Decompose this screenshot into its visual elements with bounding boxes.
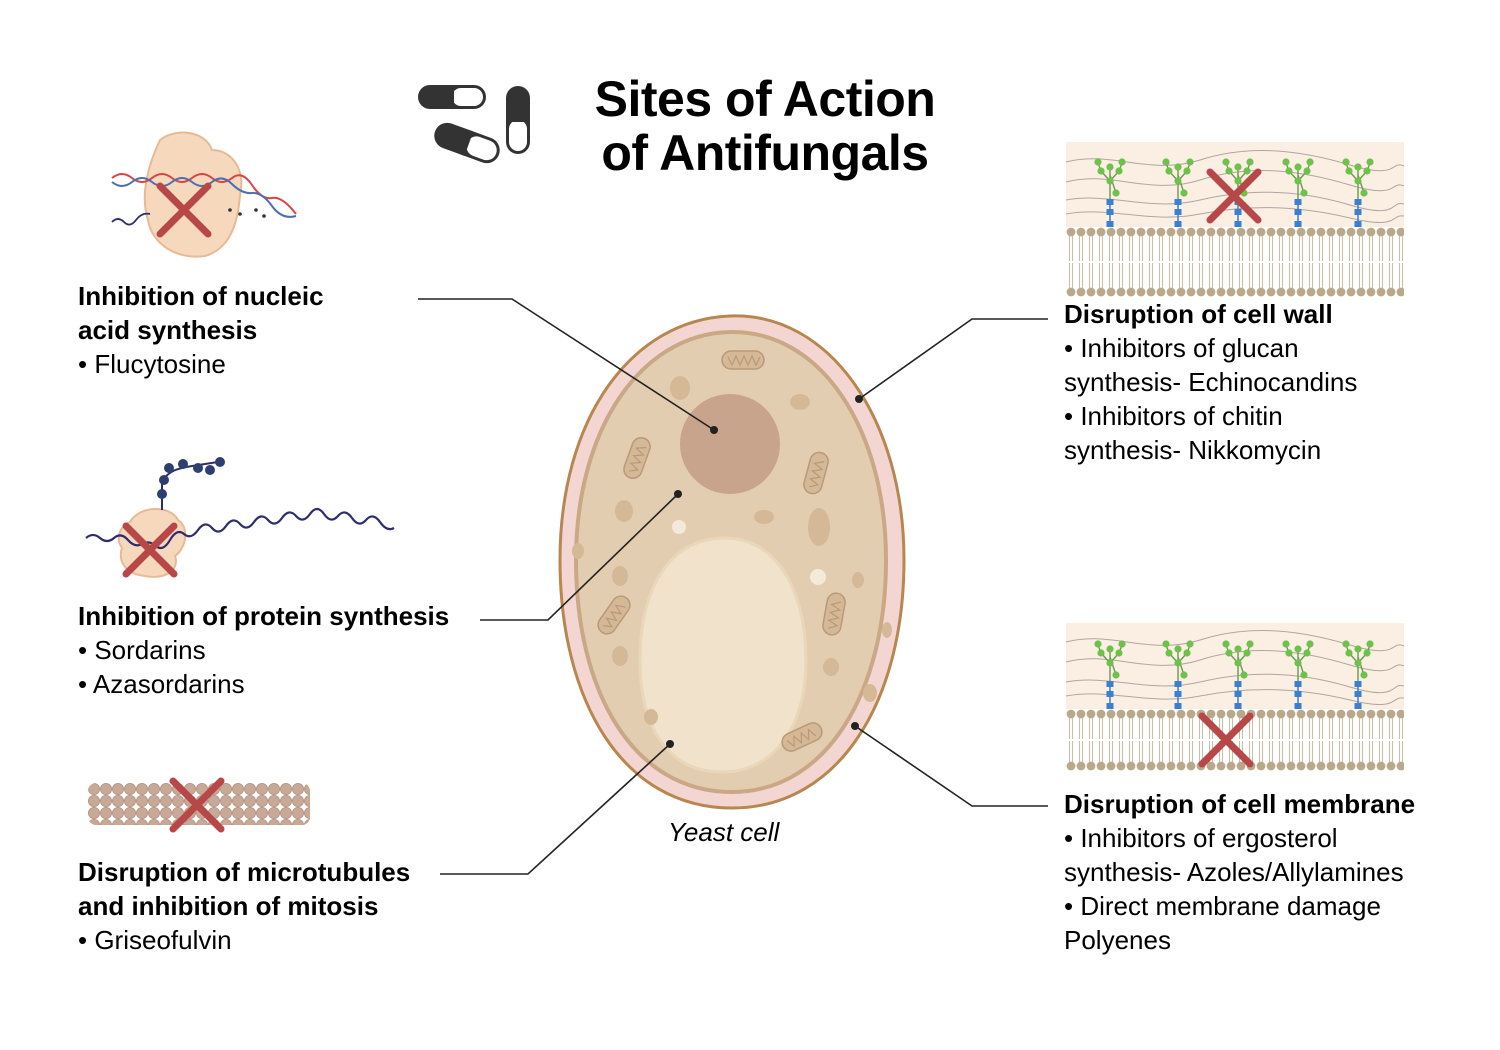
- mitochondrion: [623, 436, 651, 480]
- cell-membrane-line: synthesis- Azoles/Allylamines: [1064, 857, 1404, 887]
- mitochondrion: [781, 722, 823, 752]
- cell-membrane-illustration: [1065, 623, 1405, 771]
- yeast-cell: [558, 314, 906, 810]
- title-line-2: of Antifungals: [601, 125, 929, 181]
- nucleic-acid-text: Inhibition of nucleic acid synthesis • F…: [78, 279, 324, 381]
- cell-wall-line: synthesis- Nikkomycin: [1064, 435, 1322, 465]
- drug-item: • Sordarins: [78, 635, 206, 665]
- leader-dots: [666, 395, 863, 748]
- cell-membrane-text: Disruption of cell membrane • Inhibitors…: [1064, 787, 1415, 957]
- cell-membrane-heading: Disruption of cell membrane: [1064, 789, 1416, 819]
- pills-icon: [418, 85, 530, 164]
- cell-caption: Yeast cell: [668, 817, 780, 847]
- mitochondrion: [803, 451, 829, 495]
- cell-wall-line: • Inhibitors of chitin: [1064, 401, 1283, 431]
- title-line-1: Sites of Action: [594, 71, 936, 127]
- mitochondrion: [597, 595, 631, 635]
- drug-item: • Azasordarins: [78, 669, 245, 699]
- microtubule-illustration: [88, 781, 310, 829]
- cell-wall-line: synthesis- Echinocandins: [1064, 367, 1358, 397]
- microtubules-heading-1: Disruption of microtubules: [78, 857, 411, 887]
- cell-wall-illustration: [1065, 142, 1405, 297]
- microtubules-text: Disruption of microtubules and inhibitio…: [78, 855, 410, 957]
- cell-membrane-line: • Direct membrane damage: [1064, 891, 1381, 921]
- drug-item: • Flucytosine: [78, 349, 226, 379]
- cell-wall-text: Disruption of cell wall • Inhibitors of …: [1064, 297, 1357, 467]
- mitochondrion: [721, 350, 765, 370]
- protein-synthesis-text: Inhibition of protein synthesis • Sordar…: [78, 599, 449, 701]
- leader-line-cell-wall: [858, 318, 1048, 400]
- drug-item: • Griseofulvin: [78, 925, 232, 955]
- microtubules-heading-2: and inhibition of mitosis: [78, 891, 379, 921]
- leader-line-cell-membrane: [854, 725, 1048, 807]
- protein-synthesis-illustration: [85, 457, 395, 578]
- mitochondrion: [822, 592, 846, 636]
- cell-membrane-line: Polyenes: [1064, 925, 1171, 955]
- leader-line-nucleic: [418, 298, 715, 431]
- leader-line-protein: [480, 493, 679, 621]
- cell-wall-heading: Disruption of cell wall: [1064, 299, 1333, 329]
- leader-line-microtubules: [440, 743, 671, 875]
- nucleic-acid-illustration: [111, 131, 297, 258]
- protein-heading: Inhibition of protein synthesis: [78, 601, 450, 631]
- page-title: Sites of Action of Antifungals: [560, 72, 970, 180]
- nucleic-heading-1: Inhibition of nucleic: [78, 281, 324, 311]
- cell-membrane-line: • Inhibitors of ergosterol: [1064, 823, 1338, 853]
- leader-lines: [418, 298, 1048, 875]
- nucleic-heading-2: acid synthesis: [78, 315, 258, 345]
- cell-wall-line: • Inhibitors of glucan: [1064, 333, 1299, 363]
